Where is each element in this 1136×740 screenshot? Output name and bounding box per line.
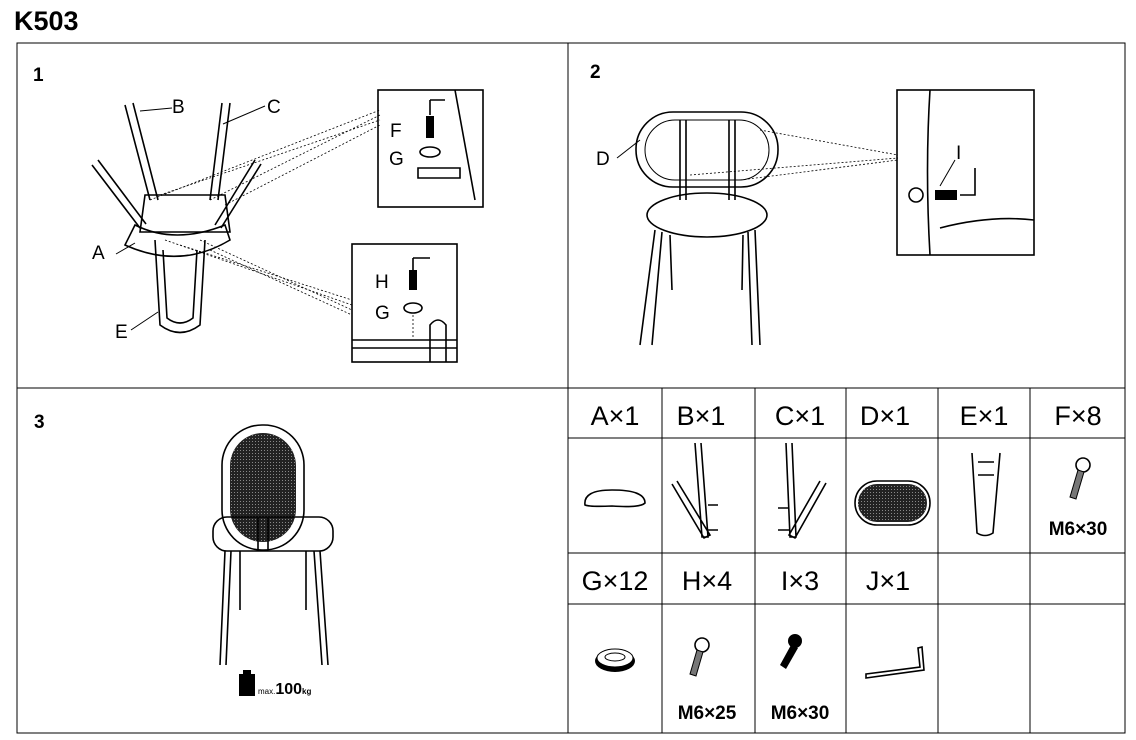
label-h: H (375, 272, 389, 293)
label-d: D (596, 149, 610, 170)
detail-inset-3 (896, 89, 1035, 256)
detail-inset-2 (351, 243, 458, 363)
part-c-legs-drawing (778, 442, 827, 540)
label-e: E (115, 322, 128, 343)
assembled-chair-drawing (212, 424, 334, 666)
label-g-2: G (375, 303, 390, 324)
weight-icon (239, 670, 255, 696)
part-h-spec: M6×25 (678, 703, 737, 724)
part-label-g: G×12 (582, 566, 649, 596)
part-label-i: I×3 (781, 566, 819, 596)
part-label-h: H×4 (682, 566, 732, 596)
part-j-allen-key-icon (865, 645, 925, 679)
part-label-e: E×1 (960, 401, 1009, 431)
chair-backrest-drawing (616, 111, 899, 346)
part-f-spec: M6×30 (1049, 519, 1108, 540)
part-label-a: A×1 (591, 401, 640, 431)
label-c: C (267, 97, 281, 118)
step-3-panel: 3 max.100kg (34, 412, 334, 698)
part-b-legs-drawing (671, 442, 718, 540)
part-a-seat-drawing (584, 489, 646, 508)
part-label-b: B×1 (677, 401, 726, 431)
parts-table: A×1 B×1 C×1 D×1 E×1 F×8 G×12 H×4 I×3 J×1… (582, 401, 1108, 724)
model-title: K503 (14, 6, 79, 36)
part-g-washer-icon (595, 648, 635, 672)
part-h-bolt-icon (689, 637, 710, 677)
part-i-spec: M6×30 (771, 703, 830, 724)
label-g: G (389, 149, 404, 170)
step-number: 1 (33, 65, 44, 86)
max-weight-label: max.100kg (258, 681, 311, 698)
step-number: 2 (590, 62, 601, 83)
label-b: B (172, 97, 185, 118)
detail-inset-1 (377, 89, 484, 208)
part-label-f: F×8 (1054, 401, 1101, 431)
part-label-c: C×1 (775, 401, 825, 431)
step-2-panel: 2 D I (590, 62, 1035, 346)
frame-grid (16, 42, 1126, 734)
part-d-backrest-drawing (854, 480, 931, 526)
step-1-panel: 1 B C A E F G (33, 65, 484, 363)
part-e-seat-frame-drawing (971, 452, 1001, 537)
part-i-bolt-icon (780, 634, 802, 669)
upside-down-chair-drawing (91, 102, 381, 334)
part-label-d: D×1 (860, 401, 910, 431)
label-f: F (390, 121, 402, 142)
label-i: I (956, 143, 961, 164)
step-number: 3 (34, 412, 45, 433)
part-label-j: J×1 (866, 566, 910, 596)
label-a: A (92, 243, 105, 264)
part-f-bolt-icon (1069, 457, 1091, 500)
